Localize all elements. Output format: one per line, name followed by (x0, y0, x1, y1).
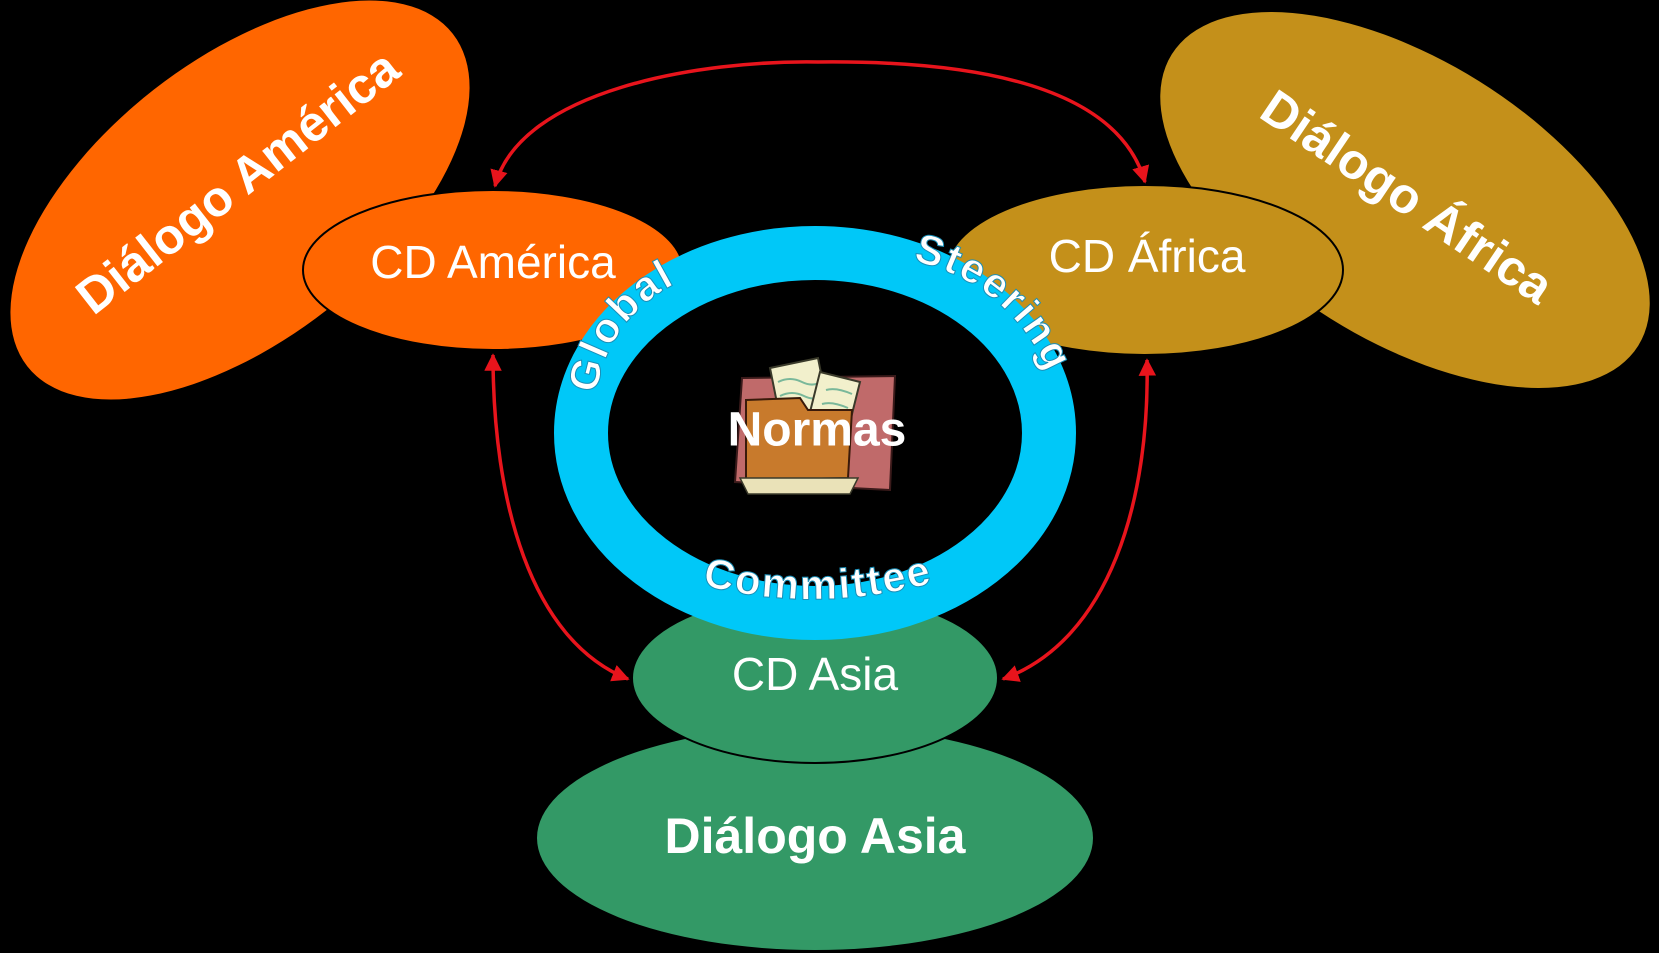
dialogo-america-shape (10, 0, 470, 400)
cd-america-label: CD América (370, 236, 616, 288)
folder-documents-icon (733, 356, 897, 495)
cd-asia-label: CD Asia (732, 648, 899, 700)
dialogo-asia-shape (537, 726, 1093, 950)
dialogo-asia-label: Diálogo Asia (665, 808, 967, 864)
dialogo-africa-shape (1160, 12, 1650, 388)
cd-africa-label: CD África (1049, 230, 1246, 282)
arrow-africa-asia (1001, 358, 1157, 682)
arrow-america-asia (484, 353, 630, 682)
center-label-normas: Normas (728, 404, 907, 457)
arrow-america-africa (490, 60, 1150, 188)
